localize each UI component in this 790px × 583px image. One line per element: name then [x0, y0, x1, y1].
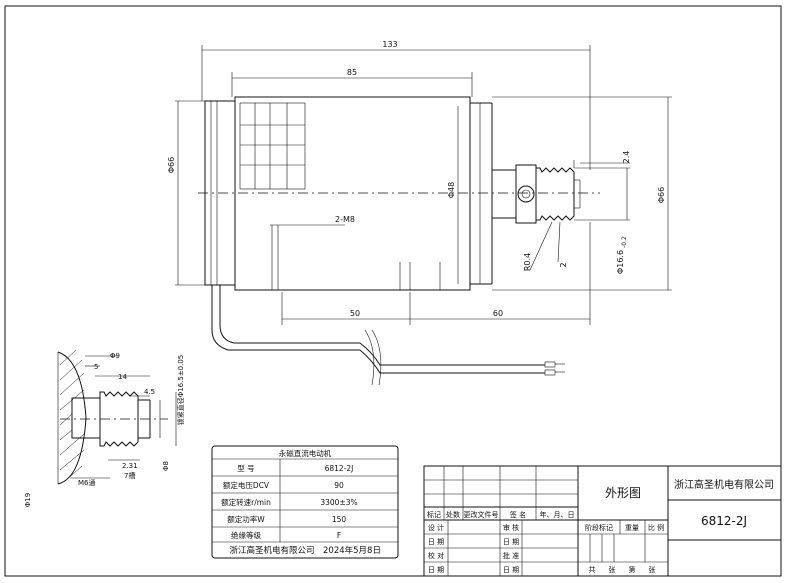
detail-dim-phi9: Φ9	[110, 352, 120, 360]
tb-row-design: 设 计	[428, 523, 444, 532]
spec-table	[211, 445, 399, 559]
dim-thread-size: 2-M8	[335, 215, 355, 224]
dim-tolerance: -0.2	[621, 236, 628, 248]
detail-dim-4-5: 4.5	[144, 388, 155, 396]
detail-lock-dia: 锁紧直径Φ16.5±0.05	[176, 355, 185, 426]
sheet-border	[4, 5, 782, 577]
dim-radius: R0.4	[523, 253, 532, 271]
dim-len-60: 60	[493, 309, 503, 318]
tb-page: 第	[629, 565, 636, 574]
detail-dim-m6: M6通	[78, 478, 96, 487]
title-block	[423, 465, 782, 577]
tb-row-date3: 日 期	[503, 538, 519, 546]
spec-table-text: 永磁直流电动机 型 号 6812-2J 额定电压DCV 90 额定转速r/min…	[221, 448, 381, 556]
tb-header-date: 年、月、日	[540, 510, 575, 519]
detail-dim-phi19: Φ19	[24, 493, 32, 507]
dimension-lines	[175, 45, 672, 325]
tb-row-date2: 日 期	[428, 566, 444, 574]
tb-row-date4: 日 期	[503, 566, 519, 574]
dim-dia-16-6: Φ16.6	[616, 250, 625, 274]
tb-drawing-number: 6812-2J	[701, 514, 747, 528]
spec-row-label-3: 额定功率W	[227, 514, 265, 524]
spec-row-label-2: 额定转速r/min	[221, 497, 271, 507]
detail-dim-phi8: Φ8	[162, 461, 170, 471]
dim-2: 2	[559, 262, 568, 267]
dim-len-50: 50	[350, 309, 360, 318]
tb-header-count: 处数	[446, 510, 460, 519]
tb-page-unit: 张	[649, 565, 656, 574]
tb-header-mark: 标记	[427, 510, 441, 519]
tb-row-review: 审 核	[503, 523, 519, 532]
spec-footer-date: 2024年5月8日	[323, 545, 381, 556]
spec-row-label-4: 绝缘等级	[231, 530, 261, 540]
tb-drawing-name: 外形图	[605, 486, 641, 500]
dim-dia-inner: Φ48	[447, 182, 456, 198]
tb-company: 浙江高圣机电有限公司	[674, 478, 774, 491]
tb-sheets: 张	[609, 565, 616, 574]
spec-table-title: 永磁直流电动机	[279, 448, 332, 458]
spec-row-value-1: 90	[334, 481, 344, 490]
tb-row-check: 校 对	[428, 551, 444, 560]
spec-row-value-3: 150	[332, 515, 347, 524]
tb-row-date1: 日 期	[428, 538, 444, 546]
detail-dim-14: 14	[118, 373, 127, 381]
spec-row-value-2: 3300±3%	[320, 498, 357, 507]
spec-row-label-0: 型 号	[237, 464, 254, 473]
tb-header-sign: 签 名	[510, 510, 526, 519]
tb-row-approve: 批 准	[503, 551, 519, 560]
spec-row-value-0: 6812-2J	[325, 464, 354, 473]
dim-thread-2-4: 2.4	[622, 151, 631, 164]
detail-dim-7: 7槽	[124, 471, 135, 480]
spec-row-label-1: 额定电压DCV	[223, 480, 270, 490]
tb-stage-mark: 阶段标记	[585, 523, 613, 532]
tb-total: 共	[589, 565, 596, 574]
spec-row-value-4: F	[337, 531, 341, 540]
spec-footer-company: 浙江高圣机电有限公司	[229, 545, 314, 556]
detail-labels: 锁紧直径Φ16.5±0.05 5 14 4.5 2.31 7槽 M6通 Φ19 …	[24, 352, 185, 507]
dim-dia-left: Φ66	[167, 157, 176, 173]
dim-overall-length: 133	[382, 40, 397, 49]
title-block-text: 标记 处数 更改文件号 签 名 年、月、日 设 计 日 期 校 对 日 期 审 …	[427, 478, 774, 574]
detail-dim-2-31: 2.31	[122, 462, 138, 470]
tb-weight: 重量	[625, 524, 639, 532]
motor-main-view	[198, 96, 600, 386]
detail-section-view	[57, 349, 177, 485]
dimension-labels: 133 85 Φ66 Φ48 Φ66 2-M8 50 60 2.4 Φ16.6 …	[167, 40, 666, 318]
dim-body-length: 85	[347, 68, 357, 77]
detail-dim-5: 5	[94, 363, 98, 371]
tb-header-doc: 更改文件号	[464, 510, 499, 519]
dim-dia-right: Φ66	[657, 187, 666, 203]
tb-scale: 比 例	[648, 523, 664, 532]
